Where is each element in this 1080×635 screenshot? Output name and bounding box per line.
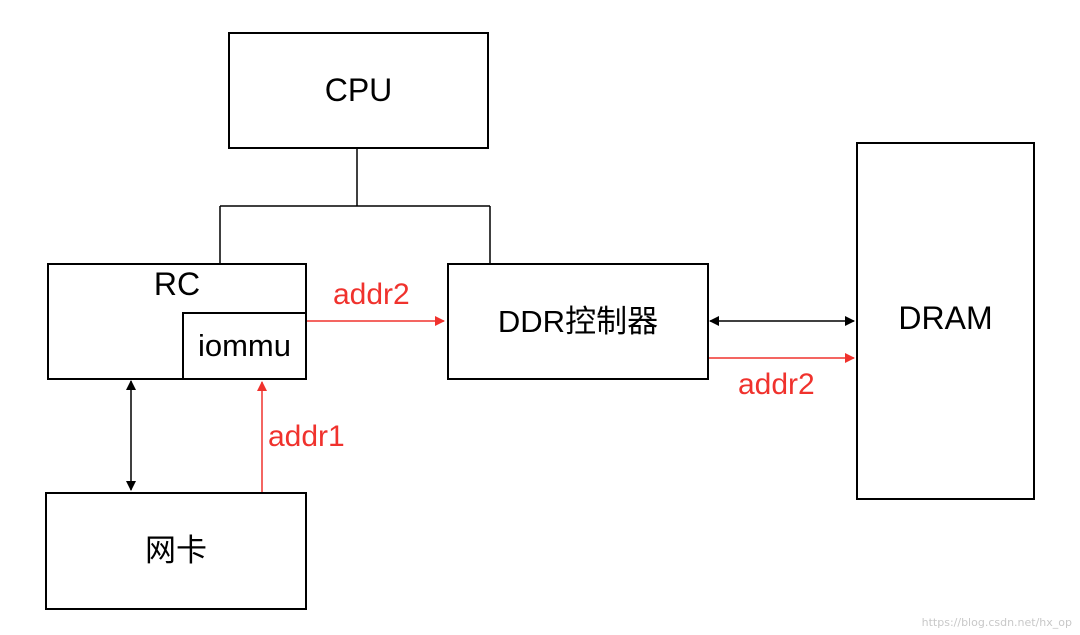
dram-box <box>856 142 1035 500</box>
addr2-label-ddr-dram: addr2 <box>738 368 815 401</box>
iommu-box <box>182 312 307 380</box>
ddr-controller-label: DDR控制器 <box>497 304 659 339</box>
dram-label: DRAM <box>898 300 993 336</box>
cpu-label: CPU <box>324 72 393 108</box>
addr1-label: addr1 <box>268 420 345 453</box>
ddr-controller-box <box>447 263 709 380</box>
cpu-box <box>228 32 489 149</box>
nic-label: 网卡 <box>145 533 207 568</box>
rc-label: RC <box>153 266 201 302</box>
iommu-label: iommu <box>197 328 291 363</box>
addr2-label-iommu-ddr: addr2 <box>333 278 410 311</box>
watermark-text: https://blog.csdn.net/hx_op <box>921 616 1072 629</box>
nic-box <box>45 492 307 610</box>
